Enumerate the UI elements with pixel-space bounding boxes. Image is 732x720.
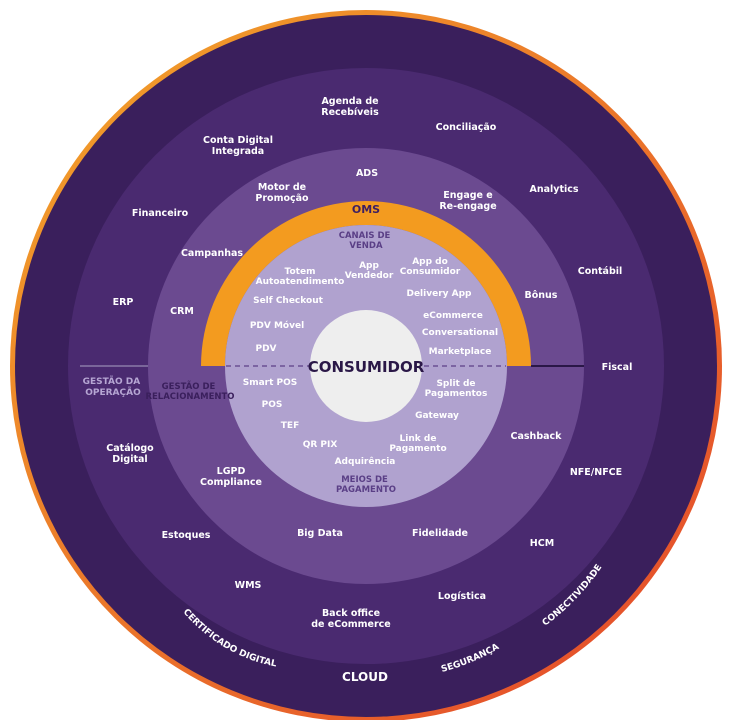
inner-item: PDV (255, 344, 276, 354)
inner-item: Conversational (422, 328, 498, 338)
outer-item: ERP (113, 297, 134, 308)
inner-item: PDV Móvel (250, 320, 304, 331)
outer-item: HCM (530, 538, 554, 549)
outer-item: Conciliação (436, 122, 497, 133)
center-label: CONSUMIDOR (308, 358, 425, 376)
inner-item: Smart POS (243, 378, 298, 388)
inner-item: QR PIX (303, 440, 338, 450)
outer-item: Contábil (578, 266, 623, 277)
oms-label: OMS (352, 203, 380, 216)
inner-item: TEF (281, 421, 299, 431)
section-gestao-de-relacionamento: GESTÃO DE RELACIONAMENTO (145, 381, 234, 402)
outer-item: WMS (235, 580, 262, 591)
section-canais-de-venda: CANAIS DE VENDA (339, 231, 394, 251)
inner-item: Self Checkout (253, 296, 324, 306)
outer-item: Fiscal (602, 362, 633, 373)
cloud-label: CLOUD (342, 670, 388, 684)
inner-item: Marketplace (429, 347, 492, 357)
middle-item: ADS (356, 168, 378, 179)
middle-item: Bônus (525, 290, 558, 301)
inner-item: Adquirência (335, 456, 396, 467)
middle-item: Campanhas (181, 248, 243, 259)
section-gestao-da-operacao: GESTÃO DA OPERAÇÃO (83, 376, 144, 398)
outer-item: NFE/NFCE (570, 467, 622, 478)
outer-item: Logística (438, 591, 486, 602)
middle-item: Cashback (511, 431, 563, 442)
middle-item: CRM (170, 306, 194, 317)
inner-item: POS (262, 400, 283, 410)
middle-item: Fidelidade (412, 528, 468, 539)
center-circle (310, 310, 422, 422)
middle-item: Big Data (297, 528, 343, 539)
outer-item: Analytics (529, 184, 578, 195)
inner-item: Gateway (415, 411, 459, 421)
inner-item: Delivery App (406, 289, 472, 299)
outer-item: Financeiro (132, 208, 189, 219)
outer-item: Estoques (162, 530, 211, 541)
oms-arc (201, 201, 531, 366)
inner-item: eCommerce (423, 311, 483, 321)
section-meios-de-pagamento: MEIOS DE PAGAMENTO (336, 475, 396, 495)
